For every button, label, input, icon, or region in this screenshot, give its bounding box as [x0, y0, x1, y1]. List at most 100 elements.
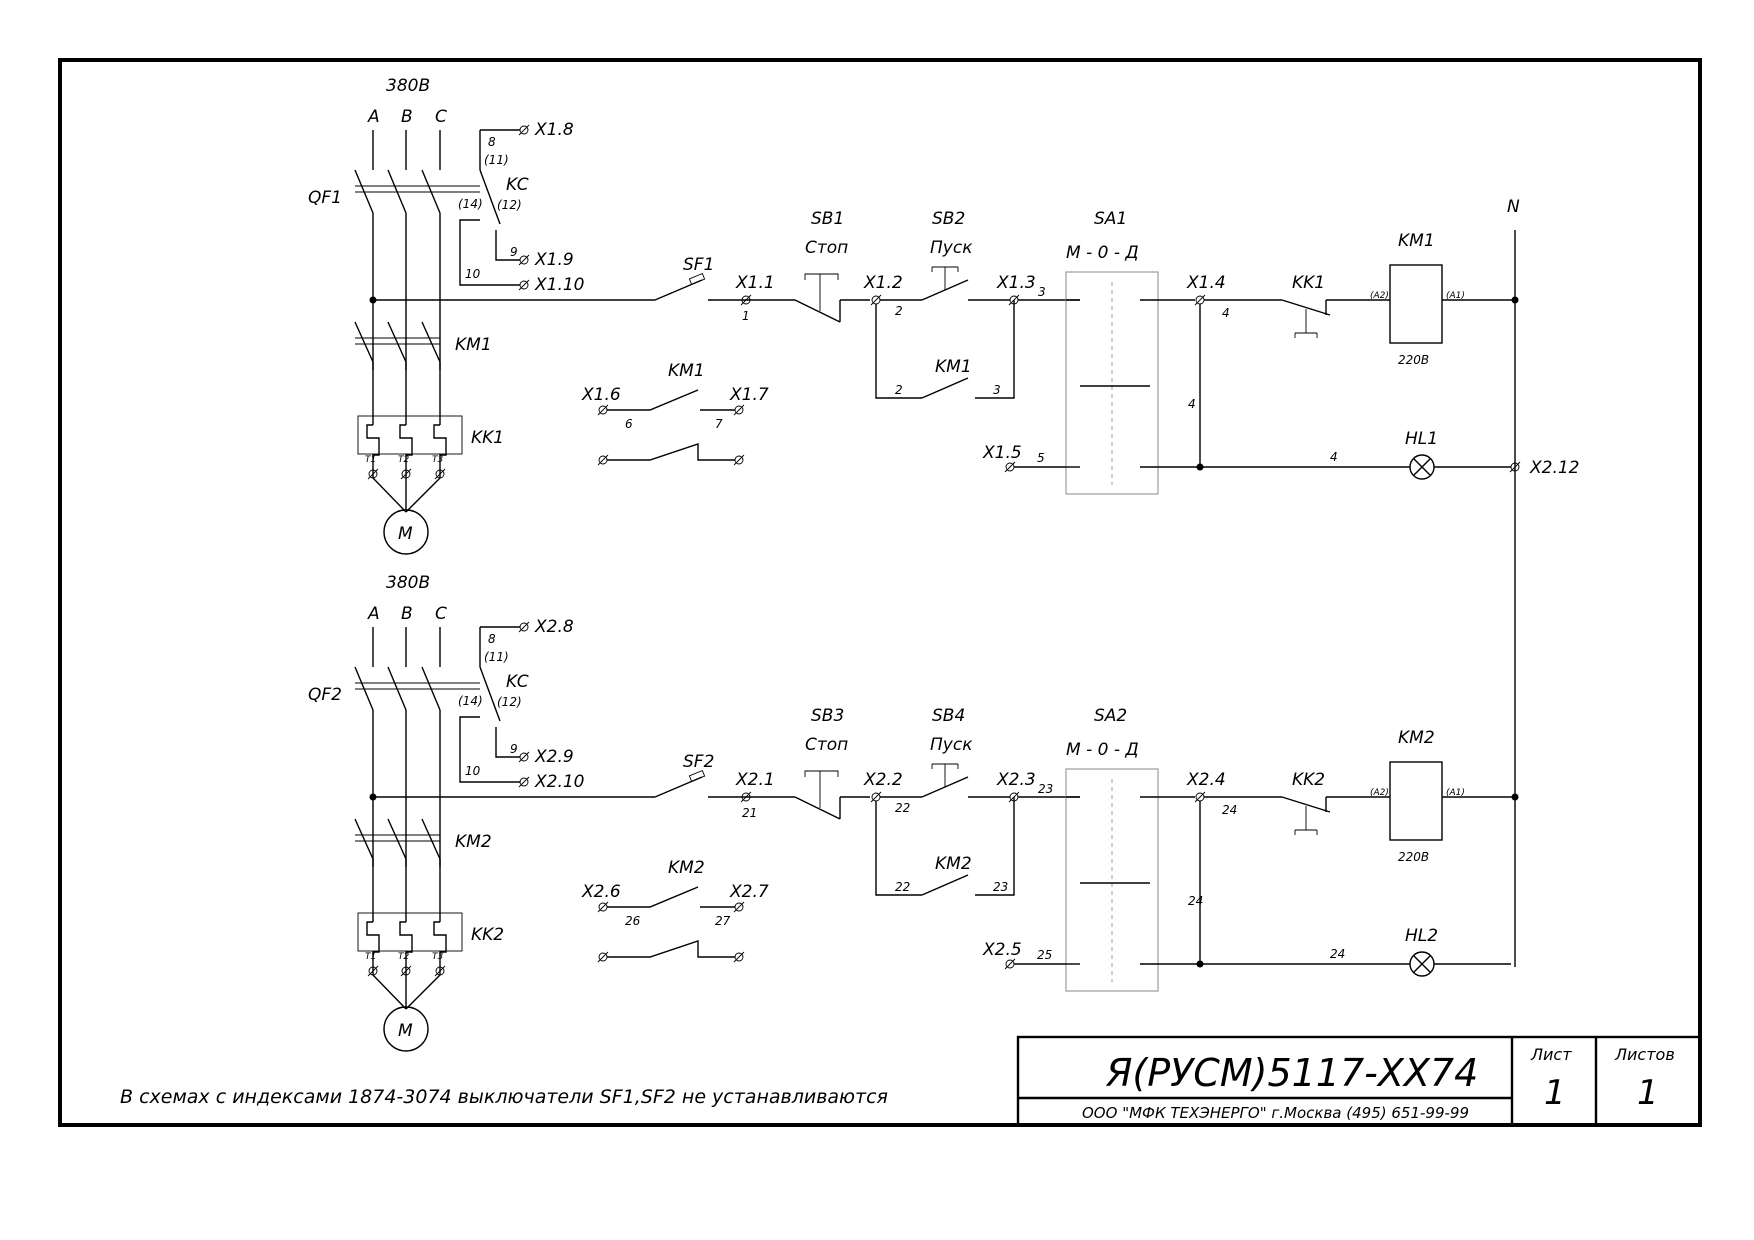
phase-label-B: B [401, 107, 413, 127]
terminal [519, 622, 529, 632]
breaker-pole [387, 666, 407, 711]
terminal-slash [597, 454, 609, 466]
wire-label: 3 [993, 383, 1001, 397]
kc-label: KC [506, 672, 529, 692]
phase-label-A: A [367, 604, 380, 624]
terminal-slash [518, 254, 530, 266]
terminal-label: X2.10 [534, 772, 585, 792]
terminal-slash [1008, 791, 1020, 803]
coil-pin-label: (A2) [1370, 291, 1389, 301]
wire-label: 26 [625, 914, 641, 928]
terminal-label: X2.3 [996, 770, 1036, 790]
terminal-slash [733, 951, 745, 963]
coil-box [1389, 761, 1443, 841]
kc-wire [459, 716, 520, 783]
thermal-element [433, 921, 447, 967]
sf-actuator [688, 273, 706, 285]
terminal-slash [1194, 294, 1206, 306]
stop-pusher [805, 770, 839, 777]
terminal-slash [518, 124, 530, 136]
kc-pin-label: (12) [497, 198, 522, 212]
terminal-label: X2.5 [982, 940, 1022, 960]
wire-label: 27 [715, 914, 731, 928]
stop-button-label: SB1 [811, 209, 844, 229]
terminal-slash [518, 776, 530, 788]
lamp-cross [1413, 955, 1431, 973]
wire-label: 2 [895, 304, 903, 318]
stop-contact [794, 299, 841, 323]
wire-label: 4 [1188, 397, 1196, 411]
thermal-element [399, 424, 413, 470]
thermal-terminal-slash [367, 965, 379, 977]
terminal-slash [870, 294, 882, 306]
coil-pin-label: (A1) [1446, 788, 1465, 798]
wire-label: 4 [1222, 306, 1230, 320]
wire-label: 23 [1038, 782, 1053, 796]
contactor-pole [387, 321, 407, 363]
terminal [519, 777, 529, 787]
motor-lead [372, 974, 407, 1010]
thermal-element [399, 921, 413, 967]
terminal-label: X1.5 [982, 443, 1022, 463]
terminal-label: X2.1 [735, 770, 775, 790]
selector-positions: М - 0 - Д [1066, 740, 1139, 760]
kc-wire [495, 727, 520, 758]
terminal-slash [518, 751, 530, 763]
terminal-label: X2.6 [581, 882, 621, 902]
phase-label-C: C [435, 604, 447, 624]
terminal-label: X1.2 [863, 273, 903, 293]
kc-pin-label: 8 [488, 632, 496, 646]
kc-pin-label: 9 [510, 245, 518, 259]
terminal [734, 405, 744, 415]
terminal [734, 455, 744, 465]
terminal [1005, 959, 1015, 969]
terminal-slash [733, 901, 745, 913]
kc-label: KC [506, 175, 529, 195]
wire-label: 1 [742, 309, 750, 323]
wire-label: 5 [1037, 451, 1045, 465]
contactor-pole [421, 818, 441, 860]
stop-pusher [805, 273, 839, 280]
thermal-relay-label: KK2 [471, 925, 504, 945]
wire-label: 7 [715, 417, 723, 431]
kc-pin-label: 9 [510, 742, 518, 756]
contactor-label: KM2 [455, 832, 492, 852]
coil-voltage: 220В [1398, 353, 1429, 367]
wire-label: 25 [1037, 948, 1052, 962]
stop-button-label: SB3 [811, 706, 844, 726]
wire-label: 24 [1330, 947, 1345, 961]
kc-pin-label: (14) [458, 694, 483, 708]
thermal-relay-box [357, 415, 463, 455]
selector-label: SA2 [1094, 706, 1127, 726]
company-line: ООО "МФК ТЕХЭНЕРГО" г.Москва (495) 651-9… [1082, 1104, 1469, 1122]
terminal-label: X2.9 [534, 747, 574, 767]
holding-contact [921, 377, 969, 399]
junction-dot [1511, 296, 1519, 304]
thermal-terminal-slash [400, 468, 412, 480]
holding-wire [875, 801, 922, 896]
thermal-relay-label: KK1 [471, 428, 504, 448]
start-button-label: SB4 [932, 706, 965, 726]
breaker-label: QF1 [308, 188, 342, 208]
thermal-terminal-slash [434, 468, 446, 480]
breaker-pole [387, 169, 407, 214]
thermal-term-label: T3 [432, 455, 443, 465]
voltage-label: 380В [386, 573, 430, 593]
stop-button-text: Стоп [805, 735, 848, 755]
terminal-slash [733, 404, 745, 416]
coil-box [1389, 264, 1443, 344]
terminal [734, 902, 744, 912]
holding-wire [975, 300, 1015, 399]
wire-label: 6 [625, 417, 633, 431]
terminal-slash [597, 951, 609, 963]
wire-label: 4 [1330, 450, 1338, 464]
kc-contact [479, 169, 501, 225]
terminal-label: X1.10 [534, 275, 585, 295]
kc-pin-label: 10 [465, 267, 481, 281]
motor-lead [405, 974, 441, 1010]
kc-pin-label: 8 [488, 135, 496, 149]
breaker-pole [354, 169, 374, 214]
thermal-term-label: T2 [398, 455, 409, 465]
